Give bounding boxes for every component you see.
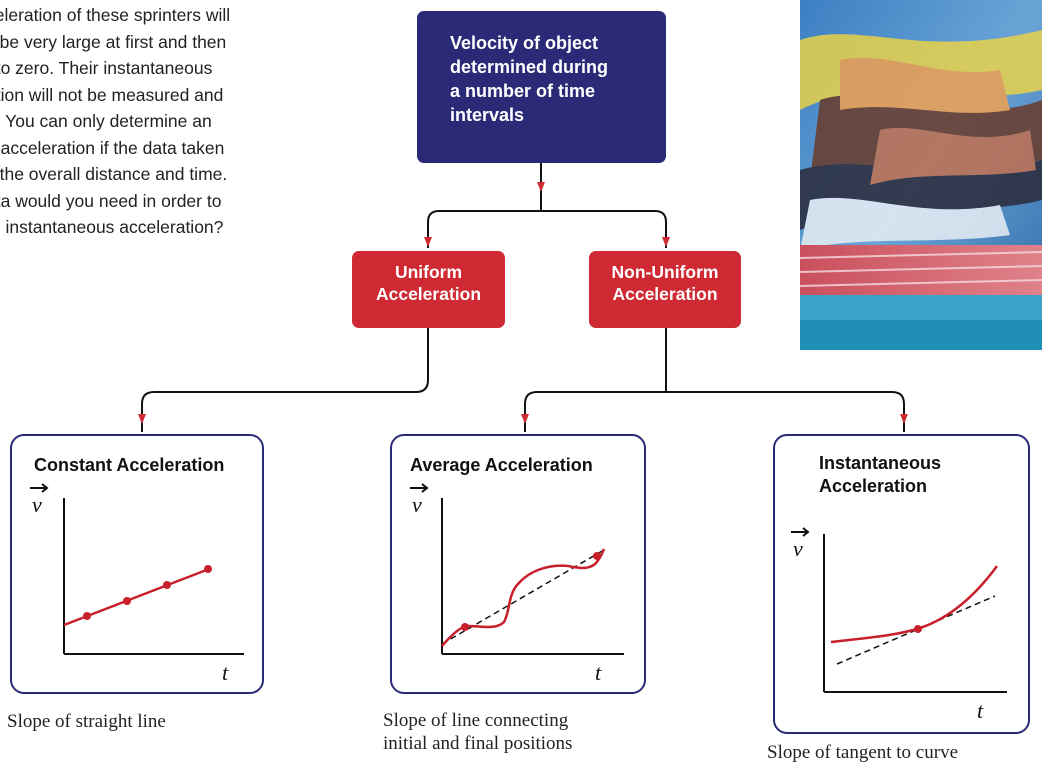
initial-point (461, 623, 469, 631)
nonuniform-acceleration-node: Non-Uniform Acceleration (589, 251, 741, 328)
intro-line: e acceleration if the data taken (0, 137, 225, 158)
velocity-curve (830, 565, 999, 644)
t-axis-label: t (222, 660, 229, 685)
velocity-node-line: determined during (450, 57, 609, 77)
arrowhead (521, 414, 529, 424)
data-point (83, 612, 91, 620)
tangent-line (836, 595, 996, 665)
final-point (593, 552, 601, 560)
constant-caption: Slope of straight line (7, 710, 166, 733)
velocity-node-line: Velocity of object (450, 33, 599, 53)
t-axis-label: t (595, 660, 602, 685)
nonuniform-node-line: Non-Uniform (611, 262, 719, 282)
constant-acceleration-card: Constant Acceleration v t (10, 434, 264, 694)
arrowhead (900, 414, 908, 424)
data-point (163, 581, 171, 589)
intro-line: ata would you need in order to (0, 190, 222, 211)
arrowhead (138, 414, 146, 424)
data-point (123, 597, 131, 605)
nonuniform-node-line: Acceleration (612, 284, 718, 304)
intro-line: ation will not be measured and (0, 84, 224, 105)
intro-line: f to zero. Their instantaneous (0, 58, 213, 78)
velocity-node-line: intervals (450, 105, 525, 125)
arrowhead (662, 237, 670, 247)
card-title-text: Average Acceleration (410, 455, 593, 475)
intro-line: y be very large at first and then (0, 31, 227, 52)
velocity-node-line: a number of time (450, 81, 596, 101)
data-point (204, 565, 212, 573)
caption-line: Slope of straight line (7, 711, 166, 732)
uniform-node-line: Uniform (394, 262, 463, 282)
sprinters-photo (800, 0, 1042, 350)
caption-line: initial and final positions (383, 733, 573, 754)
intro-line: te instantaneous acceleration? (0, 217, 224, 237)
instantaneous-caption: Slope of tangent to curve (767, 741, 958, 764)
tangent-point (914, 625, 922, 633)
v-axis-label: v (32, 492, 42, 517)
card-title: Constant Acceleration (34, 454, 224, 477)
average-acceleration-graph: v t (410, 483, 624, 685)
card-title-text: Acceleration (819, 476, 928, 496)
average-caption: Slope of line connecting initial and fin… (383, 709, 572, 755)
card-title: Instantaneous Acceleration (819, 452, 941, 498)
t-axis-label: t (977, 698, 984, 723)
intro-paragraph: celeration of these sprinters will y be … (0, 2, 298, 241)
intro-line: d. You can only determine an (0, 111, 212, 131)
intro-line: y the overall distance and time. (0, 164, 228, 184)
caption-line: Slope of tangent to curve (767, 742, 959, 763)
intro-line: celeration of these sprinters will (0, 5, 231, 25)
uniform-acceleration-node: Uniform Acceleration (352, 251, 505, 328)
velocity-node: Velocity of object determined during a n… (417, 11, 666, 163)
v-axis-label: v (793, 536, 803, 561)
instantaneous-acceleration-graph: v t (791, 527, 1007, 723)
card-title-text: Instantaneous (819, 453, 942, 473)
caption-line: Slope of line connecting (383, 710, 569, 731)
instantaneous-acceleration-card: Instantaneous Acceleration v t (773, 434, 1030, 734)
v-axis-label: v (412, 492, 422, 517)
uniform-node-line: Acceleration (375, 284, 482, 304)
card-title-text: Constant Acceleration (34, 455, 225, 475)
average-acceleration-card: Average Acceleration v t (390, 434, 646, 694)
arrowhead (537, 182, 545, 192)
card-title: Average Acceleration (410, 454, 593, 477)
secant-line (441, 549, 605, 645)
constant-acceleration-graph: v t (30, 483, 244, 685)
arrowhead (424, 237, 432, 247)
